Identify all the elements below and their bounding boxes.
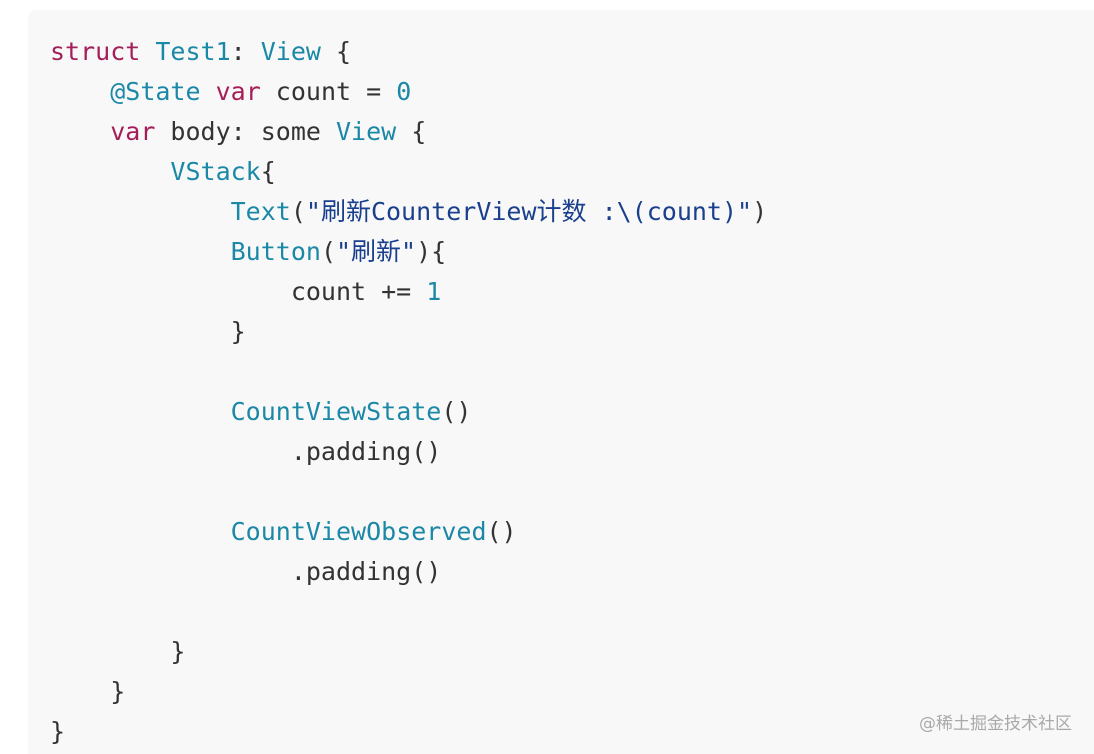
code-line: .padding() <box>50 552 767 592</box>
code-token <box>50 397 231 426</box>
code-line: VStack{ <box>50 152 767 192</box>
code-token: var <box>215 77 261 106</box>
code-line: } <box>50 632 767 672</box>
code-line: } <box>50 312 767 352</box>
code-token: "刷新" <box>336 237 417 266</box>
code-token: 1 <box>426 277 442 306</box>
code-token <box>50 77 110 106</box>
code-line: } <box>50 672 767 712</box>
code-token: 0 <box>396 77 412 106</box>
code-token: View <box>260 37 321 66</box>
code-token: } <box>50 317 246 346</box>
code-line: @State var count = 0 <box>50 72 767 112</box>
code-token: body: some <box>155 117 336 146</box>
code-token: "刷新CounterView计数 :\(count)" <box>305 197 753 226</box>
code-token: count += <box>50 277 427 306</box>
code-token: CountViewObserved <box>230 517 487 546</box>
code-token <box>50 197 231 226</box>
code-line: var body: some View { <box>50 112 767 152</box>
code-token: Test1 <box>155 37 231 66</box>
code-token: } <box>50 717 66 746</box>
code-block: struct Test1: View { @State var count = … <box>28 10 1094 754</box>
code-line <box>50 472 767 512</box>
code-token: { <box>260 157 276 186</box>
code-token <box>50 517 231 546</box>
code-token: () <box>441 397 472 426</box>
code-token: () <box>486 517 517 546</box>
code-token: .padding() <box>50 557 442 586</box>
code-token: .padding() <box>50 437 442 466</box>
code-token: ){ <box>416 237 447 266</box>
code-line: count += 1 <box>50 272 767 312</box>
code-token: } <box>50 677 126 706</box>
watermark: @稀土掘金技术社区 <box>919 714 1072 734</box>
code-token: VStack <box>170 157 261 186</box>
code-token: } <box>50 637 186 666</box>
code-line: .padding() <box>50 432 767 472</box>
code-token <box>140 37 155 66</box>
code-token: @State <box>110 77 201 106</box>
code-token: count = <box>260 77 397 106</box>
code-token: { <box>320 37 352 66</box>
code-token: ) <box>752 197 768 226</box>
code-token: : <box>230 37 261 66</box>
code-token: CountViewState <box>230 397 442 426</box>
code-line: struct Test1: View { <box>50 32 767 72</box>
code-token <box>50 157 170 186</box>
code-content: struct Test1: View { @State var count = … <box>50 32 767 752</box>
code-line <box>50 352 767 392</box>
code-token: ( <box>320 237 336 266</box>
code-token: Text <box>230 197 291 226</box>
code-line <box>50 592 767 632</box>
code-token <box>50 117 110 146</box>
code-line: CountViewObserved() <box>50 512 767 552</box>
code-token: ( <box>290 197 306 226</box>
code-token: { <box>396 117 427 146</box>
code-token <box>50 237 231 266</box>
code-token: Button <box>230 237 321 266</box>
code-token: var <box>110 117 156 146</box>
code-line: Button("刷新"){ <box>50 232 767 272</box>
code-line: CountViewState() <box>50 392 767 432</box>
code-line: } <box>50 712 767 752</box>
code-token: struct <box>50 37 141 66</box>
code-token: View <box>336 117 397 146</box>
code-line: Text("刷新CounterView计数 :\(count)") <box>50 192 768 232</box>
code-token <box>201 77 216 106</box>
